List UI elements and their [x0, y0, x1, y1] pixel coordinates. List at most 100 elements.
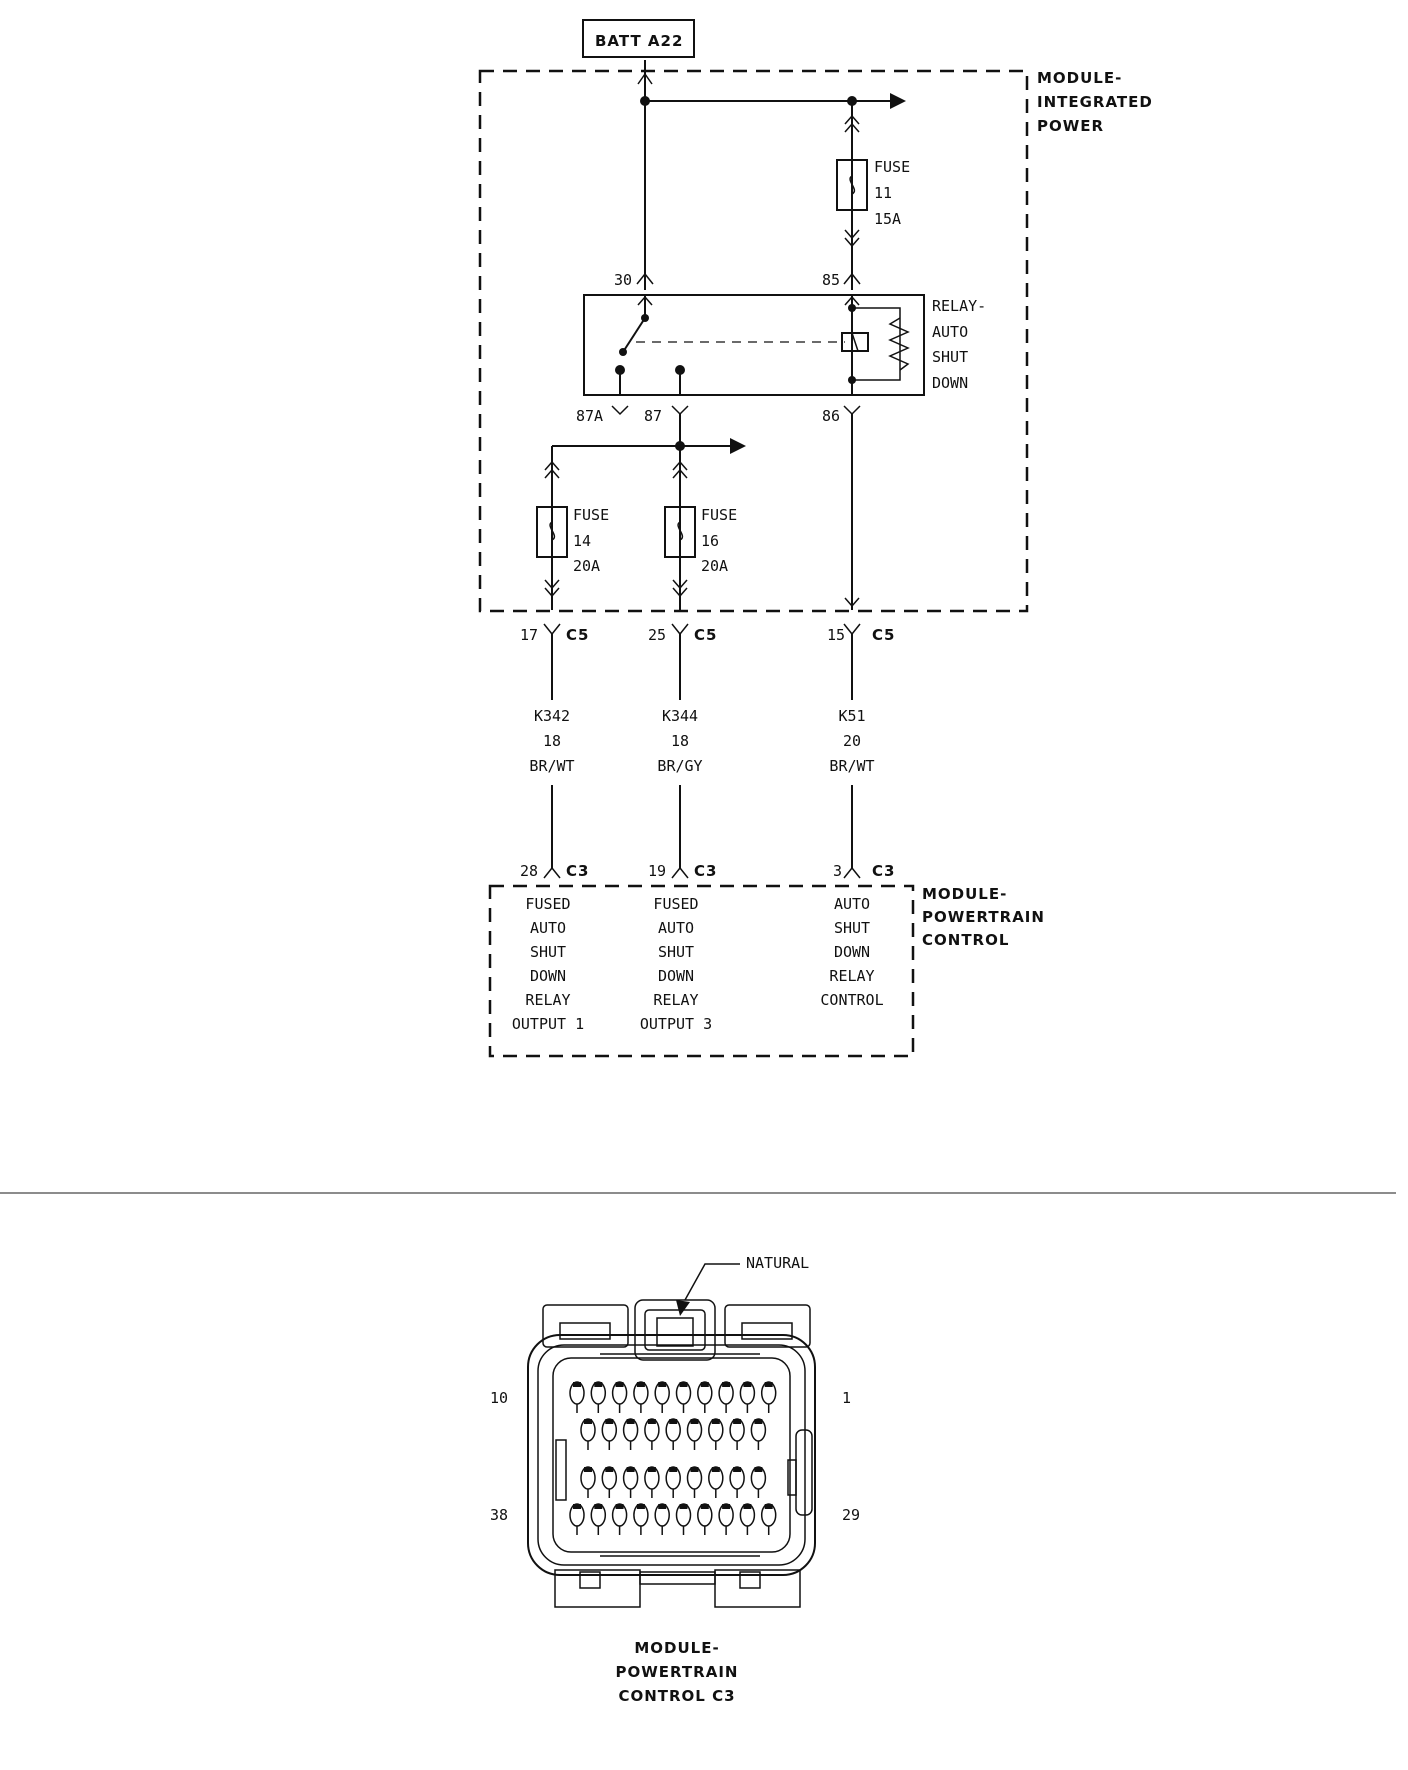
svg-text:AUTO: AUTO — [834, 895, 870, 913]
c3-pin-19: 19 — [648, 862, 666, 880]
ipm-label-3: POWER — [1037, 117, 1104, 135]
c5-label: C5 — [694, 626, 717, 644]
pin-cavity — [633, 1503, 649, 1535]
wire-k344-gauge: 18 — [671, 732, 689, 750]
relay-switch-contact — [622, 317, 646, 353]
pin-cavity — [718, 1381, 734, 1413]
connector-caption-2: POWERTRAIN — [616, 1663, 739, 1681]
pin-cavity — [644, 1418, 660, 1450]
pcm-label-2: POWERTRAIN — [922, 908, 1045, 926]
battery-label: BATT A22 — [595, 32, 683, 50]
svg-text:AUTO: AUTO — [530, 919, 566, 937]
fuse-icon — [677, 507, 684, 557]
c5-pin-15: 15 — [827, 626, 845, 644]
fuse-icon — [549, 507, 556, 557]
pin-cavity — [686, 1418, 703, 1450]
pin-cavity — [750, 1466, 767, 1498]
c3-pin-3: 3 — [833, 862, 842, 880]
pin-cavity — [665, 1466, 681, 1498]
c5-pin-25: 25 — [648, 626, 666, 644]
fuse16-label-1: FUSE — [701, 506, 737, 524]
svg-text:RELAY: RELAY — [525, 991, 570, 1009]
pin-cavity — [611, 1503, 628, 1535]
arrow-right-icon — [890, 93, 906, 109]
resistor-icon — [888, 317, 910, 371]
pin-cavity — [601, 1418, 618, 1450]
fuse-icon — [849, 160, 856, 210]
wire-k342-circuit: K342 — [534, 707, 570, 725]
pin-cavity — [569, 1503, 585, 1535]
pcm-function-output-1: FUSED AUTO SHUT DOWN RELAY OUTPUT 1 — [512, 895, 584, 1033]
pin-cavity — [569, 1381, 585, 1413]
wire-k51-color: BR/WT — [829, 757, 874, 775]
svg-text:OUTPUT 1: OUTPUT 1 — [512, 1015, 584, 1033]
connector-arrow-icon — [637, 72, 653, 85]
pin-cavity — [675, 1381, 692, 1413]
c5-label: C5 — [566, 626, 589, 644]
pin-cavity — [760, 1503, 777, 1535]
pin-cavity — [718, 1503, 734, 1535]
pin-cavity — [729, 1466, 745, 1498]
fuse16-label-2: 16 — [701, 532, 719, 550]
pin-cavity — [622, 1418, 639, 1450]
pin-cavity — [739, 1503, 756, 1535]
wire-k344-circuit: K344 — [662, 707, 698, 725]
corner-pin-10: 10 — [490, 1389, 508, 1407]
wire-k51-circuit: K51 — [838, 707, 865, 725]
c5-pin-17: 17 — [520, 626, 538, 644]
asd-relay-box — [583, 294, 925, 396]
pin-cavity — [580, 1418, 596, 1450]
pin-cavity — [708, 1466, 724, 1498]
relay-label-1: RELAY- — [932, 297, 986, 315]
ipm-label-2: INTEGRATED — [1037, 93, 1153, 111]
pin-cavity — [580, 1466, 596, 1498]
pin-cavity — [665, 1418, 681, 1450]
pin-cavity — [729, 1418, 745, 1450]
c3-label: C3 — [566, 862, 589, 880]
svg-text:SHUT: SHUT — [530, 943, 566, 961]
svg-text:RELAY: RELAY — [829, 967, 874, 985]
battery-box — [582, 19, 695, 58]
c3-label: C3 — [694, 862, 717, 880]
svg-text:FUSED: FUSED — [653, 895, 698, 913]
arrow-right-icon — [730, 438, 746, 454]
pcm-function-control: AUTO SHUT DOWN RELAY CONTROL — [820, 895, 883, 1009]
connector-caption-3: CONTROL C3 — [618, 1687, 735, 1705]
fuse14-label-1: FUSE — [573, 506, 609, 524]
pin-cavity — [601, 1466, 618, 1498]
svg-text:DOWN: DOWN — [834, 943, 870, 961]
relay-coil — [841, 332, 869, 352]
pcm-label-1: MODULE- — [922, 885, 1007, 903]
pin-cavity — [644, 1466, 660, 1498]
pcm-label-3: CONTROL — [922, 931, 1009, 949]
wire-k342-gauge: 18 — [543, 732, 561, 750]
wire-k342-color: BR/WT — [529, 757, 574, 775]
relay-pin-87: 87 — [644, 407, 662, 425]
pcm-function-output-3: FUSED AUTO SHUT DOWN RELAY OUTPUT 3 — [640, 895, 712, 1033]
relay-pin-85: 85 — [822, 271, 840, 289]
wire-k344-color: BR/GY — [657, 757, 702, 775]
pin-cavity — [654, 1503, 670, 1535]
pin-cavity — [675, 1503, 692, 1535]
fuse14-label-3: 20A — [573, 557, 600, 575]
svg-text:FUSED: FUSED — [525, 895, 570, 913]
pin-cavity — [760, 1381, 777, 1413]
c5-label: C5 — [872, 626, 895, 644]
relay-pin-86: 86 — [822, 407, 840, 425]
wire-k51-gauge: 20 — [843, 732, 861, 750]
pin-cavity — [686, 1466, 703, 1498]
ipm-label-1: MODULE- — [1037, 69, 1122, 87]
svg-text:DOWN: DOWN — [658, 967, 694, 985]
relay-label-2: AUTO — [932, 323, 968, 341]
fuse16-label-3: 20A — [701, 557, 728, 575]
pin-cavity — [633, 1381, 649, 1413]
pin-cavity — [611, 1381, 628, 1413]
c3-pin-28: 28 — [520, 862, 538, 880]
corner-pin-38: 38 — [490, 1506, 508, 1524]
corner-pin-1: 1 — [842, 1389, 851, 1407]
pin-cavity — [590, 1503, 607, 1535]
pin-cavity — [708, 1418, 724, 1450]
svg-text:DOWN: DOWN — [530, 967, 566, 985]
fuse11-label-2: 11 — [874, 184, 892, 202]
